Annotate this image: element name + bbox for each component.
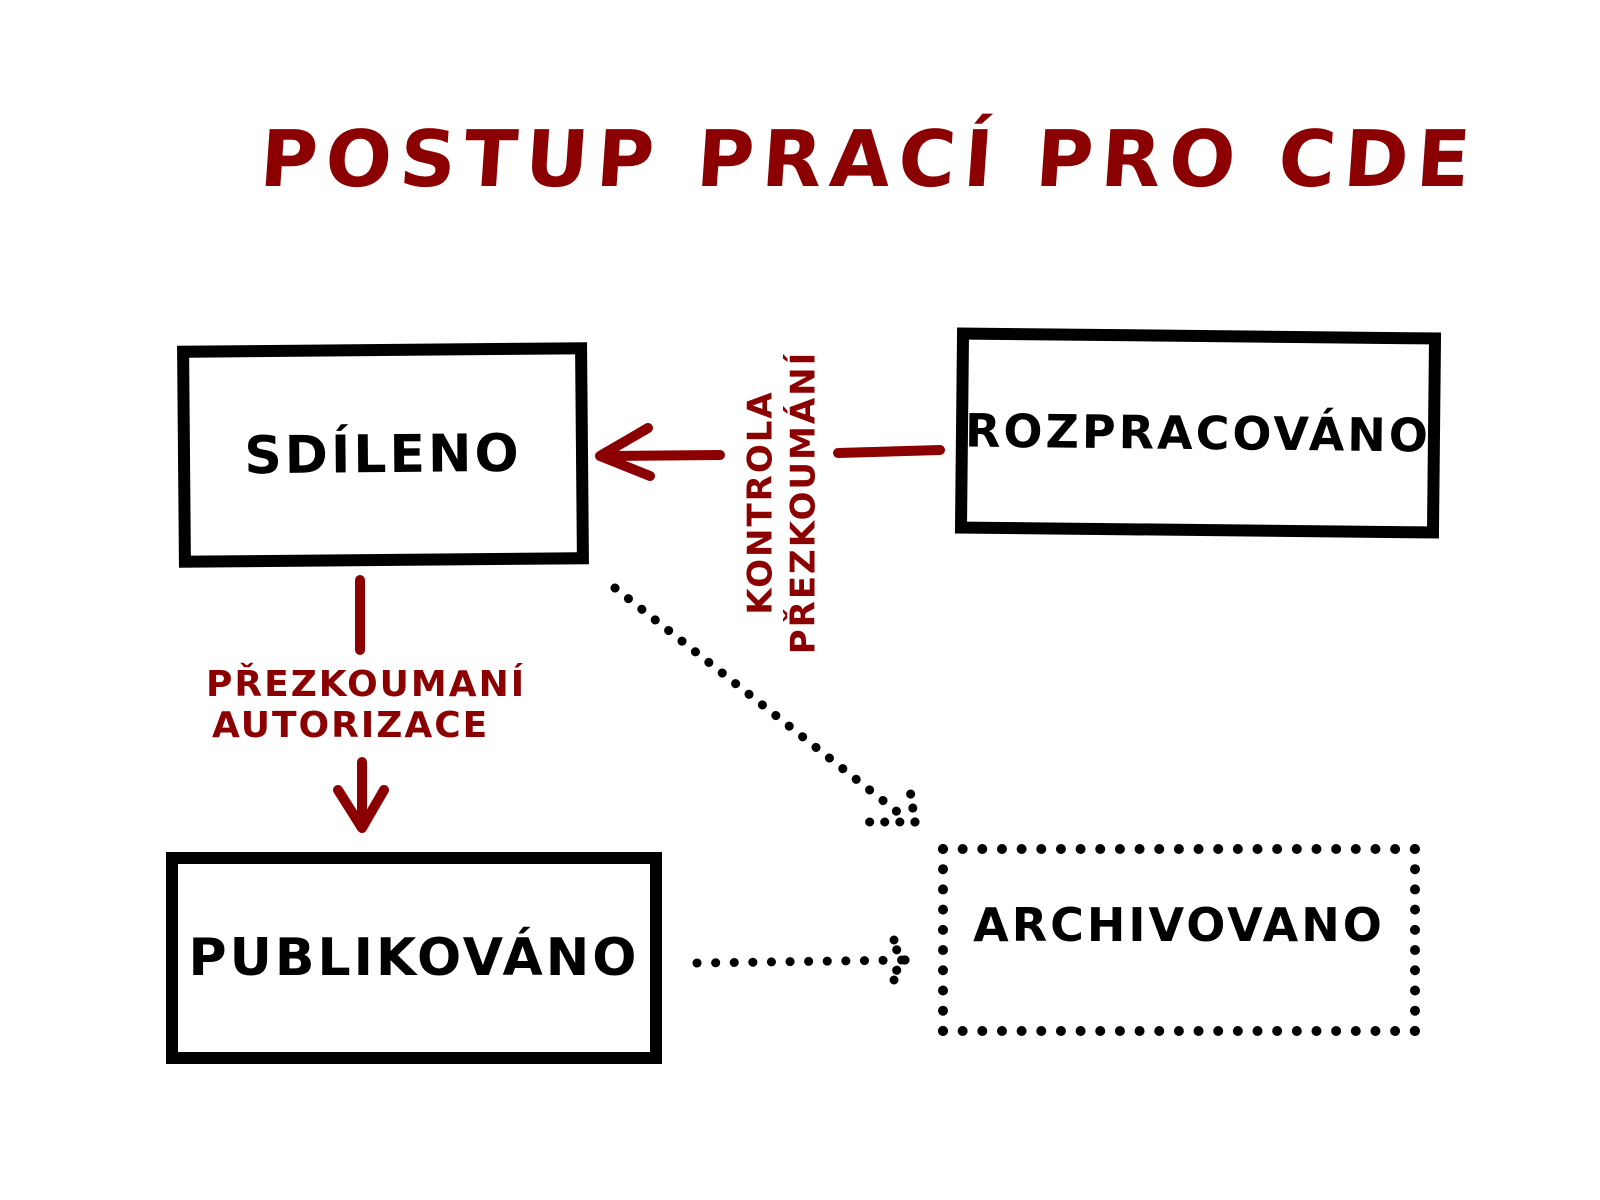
node-rozpracovano: ROZPRACOVÁNO: [954, 327, 1442, 539]
edge-label-line: KONTROLA: [740, 390, 781, 615]
edge-publikovano-to-archivovano: [692, 935, 910, 985]
edge-label-line: PŘEZKOUMÁNÍ: [783, 350, 823, 655]
diagram-title: POSTUP PRACÍ PRO CDE: [257, 115, 1481, 205]
edge-label-kontrola-prezkoumani: KONTROLA PŘEZKOUMÁNÍ: [740, 333, 825, 673]
node-publikovano: PUBLIKOVÁNO: [166, 852, 662, 1064]
node-archivovano: ARCHIVOVANO: [938, 844, 1420, 1036]
arrowhead-left-icon: [595, 423, 655, 481]
node-label: ROZPRACOVÁNO: [964, 403, 1432, 463]
arrowhead-down-icon: [333, 785, 389, 833]
edge-label-prezkoumani-autorizace: PŘEZKOUMANÍ AUTORIZACE: [206, 664, 526, 747]
node-label: SDÍLENO: [244, 423, 522, 487]
edge-label-line: AUTORIZACE: [212, 705, 490, 747]
node-sdileno: SDÍLENO: [177, 342, 589, 568]
node-label: PUBLIKOVÁNO: [188, 928, 640, 988]
edge-label-line: PŘEZKOUMANÍ: [206, 664, 527, 705]
node-label: ARCHIVOVANO: [973, 898, 1385, 952]
